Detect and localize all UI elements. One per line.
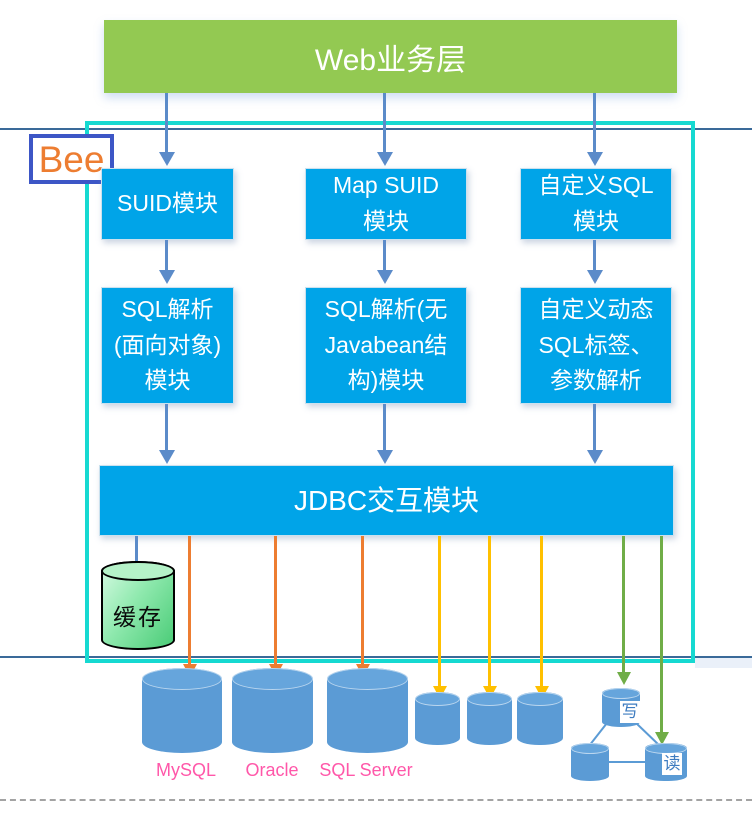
arrow-tags-to-jdbc xyxy=(593,404,596,450)
arrowhead-icon xyxy=(587,450,603,464)
frame-shadow-band xyxy=(695,658,752,668)
jdbc-label: JDBC交互模块 xyxy=(293,484,480,516)
module-label-line: 参数解析 xyxy=(550,367,642,394)
guide-line-bottom xyxy=(0,656,752,658)
database-cylinder-icon xyxy=(517,692,563,745)
module-label-line: (面向对象) xyxy=(113,331,222,358)
arrow-jdbc-to-read-db xyxy=(660,536,663,732)
oracle-label: Oracle xyxy=(245,760,299,780)
arrowhead-icon xyxy=(587,270,603,284)
arrow-web-to-suid xyxy=(165,93,168,152)
arrow-jdbc-to-db2 xyxy=(488,536,491,686)
arrow-map-suid-to-parse xyxy=(383,240,386,270)
module-label-line: SQL解析 xyxy=(121,296,214,323)
module-label-line: 自定义SQL xyxy=(538,172,654,199)
arrowhead-icon xyxy=(159,270,175,284)
arrowhead-icon xyxy=(655,732,669,745)
mysql-database-cylinder-icon xyxy=(142,668,222,753)
mysql-label: MySQL xyxy=(155,760,216,780)
module-label-line: SUID模块 xyxy=(117,190,218,217)
bee-framework-frame xyxy=(85,121,695,663)
arrow-jdbc-to-sqlserver xyxy=(361,536,364,664)
module-label-line: 模块 xyxy=(363,208,409,234)
module-box-sql-parse-no-javabean: SQL解析(无 Javabean结 构)模块 xyxy=(305,287,467,404)
database-cylinder-icon xyxy=(467,692,512,745)
arrow-parse-to-jdbc xyxy=(165,404,168,450)
arrow-web-to-map-suid xyxy=(383,93,386,152)
arrowhead-icon xyxy=(159,152,175,166)
arrow-jdbc-to-db1 xyxy=(438,536,441,686)
sqlserver-database-cylinder-icon xyxy=(327,668,408,753)
web-layer-box: Web业务层 xyxy=(104,20,677,93)
arrowhead-icon xyxy=(377,270,393,284)
cache-label: 缓存 xyxy=(113,604,163,630)
arrow-suid-to-parse xyxy=(165,240,168,270)
module-box-custom-sql: 自定义SQL 模块 xyxy=(520,168,672,240)
arrow-parse2-to-jdbc xyxy=(383,404,386,450)
arrowhead-icon xyxy=(377,152,393,166)
arrow-jdbc-to-mysql xyxy=(188,536,191,664)
module-label-line: SQL标签、 xyxy=(538,331,654,358)
arrowhead-icon xyxy=(617,672,631,685)
arrowhead-icon xyxy=(587,152,603,166)
module-label-line: 自定义动态 xyxy=(538,296,654,323)
module-box-sql-parse-oo: SQL解析 (面向对象) 模块 xyxy=(101,287,234,404)
arrowhead-icon xyxy=(377,450,393,464)
sqlserver-label: SQL Server xyxy=(319,760,413,780)
arrow-jdbc-to-oracle xyxy=(274,536,277,664)
module-label-line: 模块 xyxy=(144,367,191,394)
module-box-dynamic-sql-tags: 自定义动态 SQL标签、 参数解析 xyxy=(520,287,672,404)
jdbc-module-box: JDBC交互模块 xyxy=(99,465,674,536)
module-box-map-suid: Map SUID 模块 xyxy=(305,168,467,240)
replica-database-cylinder-icon xyxy=(571,743,609,781)
guide-line-top xyxy=(0,128,752,130)
web-layer-label: Web业务层 xyxy=(314,43,467,77)
arrow-jdbc-to-db3 xyxy=(540,536,543,686)
write-tag: 写 xyxy=(620,701,640,723)
read-tag: 读 xyxy=(662,753,682,775)
bee-badge: Bee xyxy=(29,134,114,184)
module-label-line: SQL解析(无 xyxy=(324,296,448,323)
arrow-custom-sql-to-tags xyxy=(593,240,596,270)
module-label-line: Javabean结 xyxy=(324,331,448,358)
arrowhead-icon xyxy=(159,450,175,464)
cache-cylinder-icon: 缓存 xyxy=(101,561,175,650)
arrow-jdbc-to-cache xyxy=(135,536,138,562)
module-box-suid: SUID模块 xyxy=(101,168,234,240)
oracle-database-cylinder-icon xyxy=(232,668,313,753)
module-label-line: Map SUID xyxy=(332,172,440,199)
module-label-line: 构)模块 xyxy=(347,367,425,394)
module-label-line: 模块 xyxy=(573,208,619,234)
arrow-web-to-custom-sql xyxy=(593,93,596,152)
bee-label: Bee xyxy=(38,138,105,180)
arrow-jdbc-to-write-db xyxy=(622,536,625,672)
database-cylinder-icon xyxy=(415,692,460,745)
dashed-boundary-line xyxy=(0,799,752,801)
